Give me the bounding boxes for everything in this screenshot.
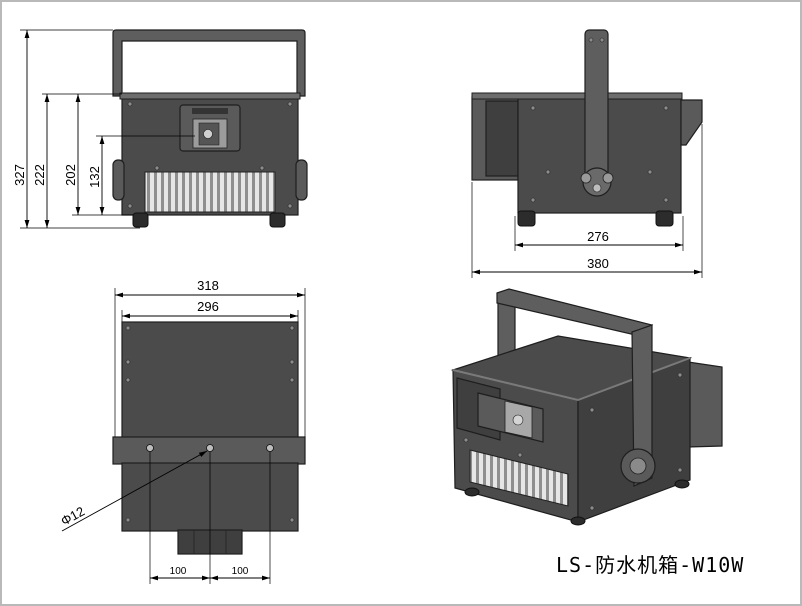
top-screw — [289, 325, 295, 331]
aperture-lens — [203, 129, 213, 139]
top-screw — [125, 517, 131, 523]
front-screw — [287, 101, 293, 107]
top-screw — [289, 377, 295, 383]
iso-aperture-lens — [512, 414, 524, 426]
dimension-label-276: 276 — [587, 229, 609, 244]
front-left-knob — [112, 159, 125, 201]
front-foot-right — [269, 212, 286, 228]
front-right-knob — [295, 159, 308, 201]
iso-screw — [677, 372, 683, 378]
front-view-dimensions: 327 222 202 132 — [12, 29, 195, 229]
side-view-dimensions: 276 380 — [471, 124, 703, 278]
dimension-label-318: 318 — [197, 278, 219, 293]
front-screw — [127, 203, 133, 209]
iso-foot — [570, 516, 586, 526]
iso-screw — [589, 505, 595, 511]
side-screw — [663, 197, 669, 203]
dimension-label-100-left: 100 — [170, 566, 187, 577]
dimension-label-296: 296 — [197, 299, 219, 314]
front-vent-grille — [144, 171, 276, 213]
side-handle-arm — [584, 29, 609, 189]
aperture-slots — [192, 108, 228, 114]
iso-handle-right-leg — [631, 324, 653, 487]
iso-screw — [589, 407, 595, 413]
iso-screw — [677, 467, 683, 473]
dimension-label-222: 222 — [32, 164, 47, 186]
top-screw — [125, 325, 131, 331]
top-upper-panel — [121, 321, 299, 439]
side-screw — [647, 169, 653, 175]
drawing-caption: LS-防水机箱-W10W — [556, 553, 744, 577]
dimension-label-100-right: 100 — [232, 566, 249, 577]
top-view — [112, 321, 306, 555]
front-screw — [127, 101, 133, 107]
side-handle-hub-center — [592, 183, 602, 193]
side-screw — [530, 105, 536, 111]
front-view — [112, 29, 308, 228]
side-screw — [663, 105, 669, 111]
iso-side-plate — [687, 361, 723, 448]
side-screw — [530, 197, 536, 203]
front-screw — [287, 203, 293, 209]
front-screw — [259, 165, 265, 171]
handle-screw — [588, 37, 594, 43]
front-handle — [112, 29, 306, 97]
iso-vent-grille — [469, 449, 569, 507]
side-handle-hub-knob — [580, 172, 592, 184]
mounting-hole-right — [266, 444, 274, 452]
side-handle-hub-knob — [602, 172, 614, 184]
isometric-view — [450, 288, 723, 526]
dimension-label-327: 327 — [12, 164, 27, 186]
iso-foot — [674, 479, 690, 489]
top-screw — [125, 359, 131, 365]
dimension-label-202: 202 — [63, 164, 78, 186]
top-screw — [125, 377, 131, 383]
side-top-rim — [471, 92, 683, 100]
side-view — [471, 29, 703, 227]
top-screw — [289, 517, 295, 523]
side-left-module-panel — [485, 100, 519, 177]
handle-screw — [599, 37, 605, 43]
front-foot-left — [132, 212, 149, 228]
hole-diameter-leader — [61, 450, 208, 532]
dimension-label-132: 132 — [87, 166, 102, 188]
front-top-rim — [119, 92, 301, 100]
top-screw — [289, 359, 295, 365]
side-foot-right — [655, 210, 674, 227]
mounting-hole-left — [146, 444, 154, 452]
mounting-hole-center — [206, 444, 214, 452]
iso-handle-hub-center — [629, 457, 647, 475]
dimension-label-380: 380 — [587, 256, 609, 271]
iso-screw — [517, 452, 523, 458]
iso-foot — [464, 487, 480, 497]
front-screw — [154, 165, 160, 171]
side-screw — [545, 169, 551, 175]
side-right-plate — [680, 99, 703, 146]
iso-screw — [463, 437, 469, 443]
side-foot-left — [517, 210, 536, 227]
iso-top-edge — [452, 357, 691, 402]
